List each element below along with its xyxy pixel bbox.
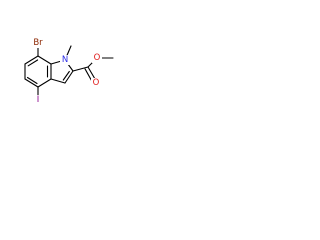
atom-label-carbonyl-oxygen: O <box>93 78 100 88</box>
atom-label-iodine: I <box>37 95 40 105</box>
atom-label-bromine: Br <box>33 38 43 48</box>
bond-c3a-c4 <box>37 78 52 88</box>
bond-c2-c3-double <box>62 70 70 81</box>
bond-c4-c5-double <box>26 76 38 85</box>
atom-label-ester-oxygen: O <box>94 53 101 63</box>
bond-carbonyl-o-double <box>84 68 93 82</box>
bond-c3-c3a <box>50 78 66 84</box>
bond-c6-c7-double <box>27 59 39 67</box>
bond-c2-carbonyl <box>72 66 89 72</box>
bond-c7-c7a <box>37 55 52 65</box>
bond-c2-c3 <box>64 70 74 84</box>
atom-label-nitrogen: N <box>62 55 68 65</box>
bond-c6-c7 <box>24 55 39 65</box>
bond-carbonyl-o <box>87 66 96 80</box>
chemical-structure: Br N I O O <box>24 38 114 105</box>
bond-c4-c5 <box>24 78 39 88</box>
